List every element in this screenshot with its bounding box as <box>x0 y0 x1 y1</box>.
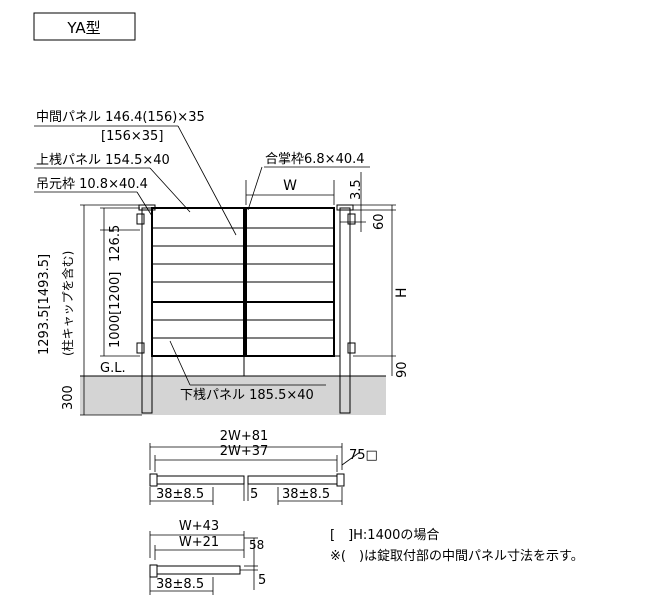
dim-300: 300 <box>61 385 76 410</box>
right-top-dims <box>340 172 396 376</box>
note-1: [ ]H:1400の場合 <box>330 528 439 543</box>
plan-mid-gap: 5 <box>250 487 258 502</box>
hinge-bottom-right <box>347 342 356 354</box>
ground-area <box>80 376 386 415</box>
single-inner: W+21 <box>179 535 219 550</box>
plan-double-dims <box>149 443 361 505</box>
plan-left-post <box>149 473 158 487</box>
left-dims <box>80 204 142 416</box>
plan-post-size: 75□ <box>349 448 378 463</box>
right-post <box>339 207 351 414</box>
single-overall: W+43 <box>179 519 219 534</box>
meeting-frame-label: 合掌枠6.8×40.4 <box>265 152 365 167</box>
leader-lines <box>34 125 370 386</box>
plan-left-gap: 38±8.5 <box>156 487 204 502</box>
single-depth: 58 <box>249 538 264 552</box>
plan-single-dims <box>149 531 258 595</box>
dim-3-5: 3.5 <box>349 179 364 200</box>
hinge-bottom-left <box>136 342 145 354</box>
dim-90: 90 <box>395 361 410 378</box>
hinge-top-right <box>347 213 356 225</box>
title-box <box>33 12 136 41</box>
plan-right-post <box>336 473 345 487</box>
w-dimension <box>245 180 335 205</box>
dim-60: 60 <box>372 213 387 230</box>
post-height: 1293.5[1493.5] <box>37 254 52 355</box>
plan-left-leaf <box>156 475 245 485</box>
w-label: W <box>283 178 297 194</box>
hinge-top-left <box>136 213 145 225</box>
dim-126-5: 126.5 <box>108 225 123 262</box>
hanging-frame-label: 吊元枠 10.8×40.4 <box>36 177 148 192</box>
note-2: ※( )は錠取付部の中間パネル寸法を示す。 <box>330 549 584 564</box>
gate-right-leaf <box>245 207 335 357</box>
right-post-cap <box>336 204 354 211</box>
plan-inner: 2W+37 <box>220 444 269 459</box>
top-rail-panel-label: 上桟パネル 154.5×40 <box>36 153 170 168</box>
middle-panel-alt-label: [156×35] <box>101 129 163 144</box>
gl-label: G.L. <box>100 361 126 376</box>
post-height-note: (柱キャップを含む) <box>60 251 75 356</box>
plan-right-leaf <box>247 475 338 485</box>
gate-left-leaf <box>151 207 245 357</box>
single-post <box>149 564 158 578</box>
h-label: H <box>394 287 410 298</box>
gate-height: 1000[1200] <box>108 272 123 348</box>
single-left-gap: 38±8.5 <box>156 577 204 592</box>
plan-right-gap: 38±8.5 <box>282 487 330 502</box>
single-gap: 5 <box>258 573 266 588</box>
plan-overall: 2W+81 <box>220 429 269 444</box>
bottom-rail-panel-label: 下桟パネル 185.5×40 <box>180 388 314 403</box>
single-leaf <box>156 565 241 575</box>
middle-panel-label: 中間パネル 146.4(156)×35 <box>36 110 205 125</box>
title: YA型 <box>66 19 100 37</box>
